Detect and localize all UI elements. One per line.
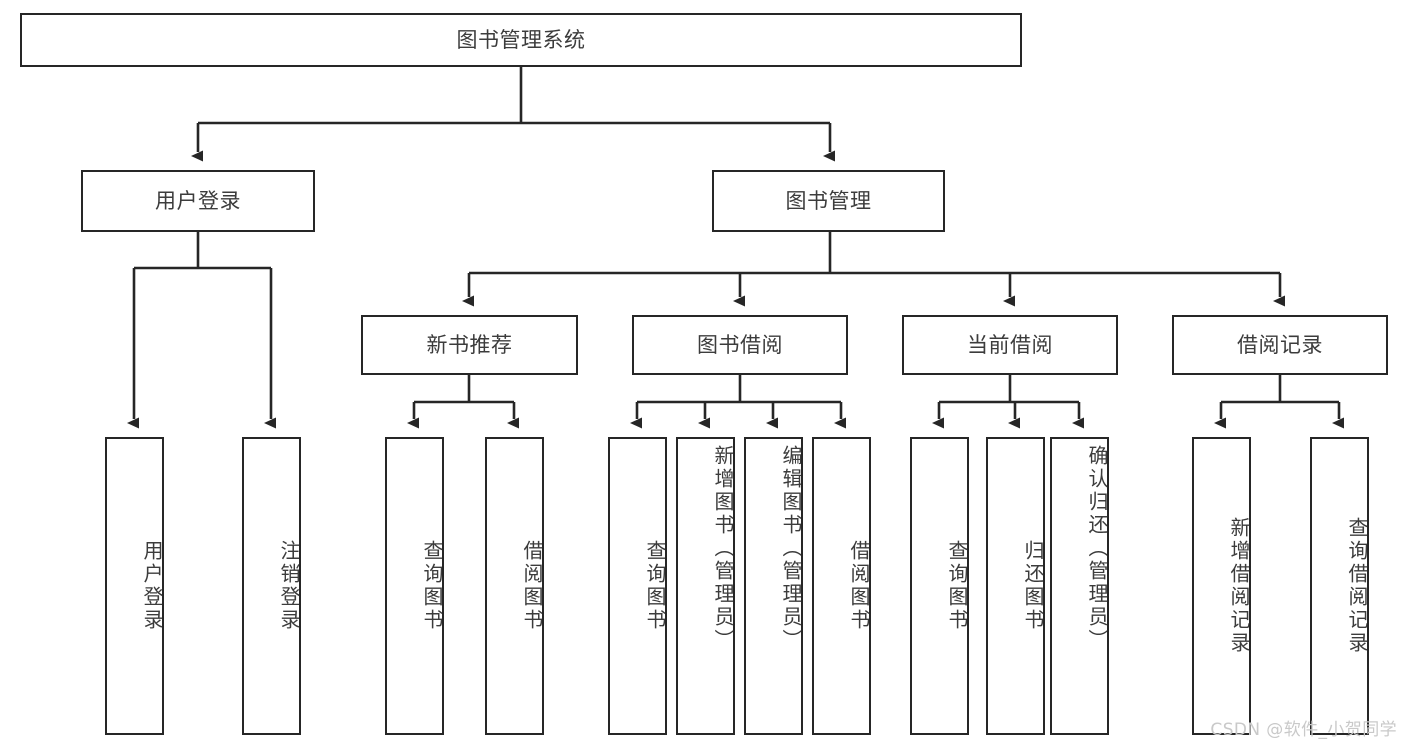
node-leaf-edit-book[interactable]: 编辑图书（管理员） (744, 437, 803, 735)
node-leaf-confirm-return-label: 确认归还（管理员） (1085, 445, 1109, 652)
node-book-manage-label: 图书管理 (785, 188, 872, 213)
node-new-book-recommend[interactable]: 新书推荐 (361, 315, 578, 375)
node-user-login-label: 用户登录 (155, 188, 241, 213)
node-leaf-logout[interactable]: 注销登录 (242, 437, 301, 735)
csdn-watermark: CSDN @软件_小贺同学 (1210, 720, 1397, 740)
node-user-login[interactable]: 用户登录 (81, 170, 315, 232)
node-borrow-record[interactable]: 借阅记录 (1172, 315, 1388, 375)
node-leaf-query-book-1[interactable]: 查询图书 (385, 437, 444, 735)
node-leaf-borrow-book-2[interactable]: 借阅图书 (812, 437, 871, 735)
node-leaf-add-record[interactable]: 新增借阅记录 (1192, 437, 1251, 735)
node-root[interactable]: 图书管理系统 (20, 13, 1022, 67)
node-leaf-query-book-3-label: 查询图书 (945, 540, 969, 632)
node-leaf-query-record-label: 查询借阅记录 (1345, 517, 1369, 655)
node-leaf-borrow-book-1[interactable]: 借阅图书 (485, 437, 544, 735)
node-leaf-user-login[interactable]: 用户登录 (105, 437, 164, 735)
node-leaf-logout-label: 注销登录 (277, 540, 301, 632)
node-leaf-edit-book-label: 编辑图书（管理员） (779, 445, 803, 652)
node-leaf-return-book[interactable]: 归还图书 (986, 437, 1045, 735)
node-current-borrow[interactable]: 当前借阅 (902, 315, 1118, 375)
node-leaf-add-book-label: 新增图书（管理员） (711, 445, 735, 652)
node-leaf-add-record-label: 新增借阅记录 (1227, 517, 1251, 655)
node-leaf-query-book-3[interactable]: 查询图书 (910, 437, 969, 735)
node-book-manage[interactable]: 图书管理 (712, 170, 945, 232)
node-root-label: 图书管理系统 (456, 27, 586, 52)
node-leaf-return-book-label: 归还图书 (1021, 540, 1045, 632)
node-book-borrow-label: 图书借阅 (697, 332, 783, 357)
node-leaf-query-book-2-label: 查询图书 (643, 540, 667, 632)
node-leaf-borrow-book-1-label: 借阅图书 (520, 540, 544, 632)
node-leaf-confirm-return[interactable]: 确认归还（管理员） (1050, 437, 1109, 735)
node-leaf-borrow-book-2-label: 借阅图书 (847, 540, 871, 632)
node-leaf-add-book[interactable]: 新增图书（管理员） (676, 437, 735, 735)
node-leaf-query-book-1-label: 查询图书 (420, 540, 444, 632)
node-book-borrow[interactable]: 图书借阅 (632, 315, 848, 375)
node-leaf-query-record[interactable]: 查询借阅记录 (1310, 437, 1369, 735)
node-leaf-query-book-2[interactable]: 查询图书 (608, 437, 667, 735)
node-current-borrow-label: 当前借阅 (967, 332, 1053, 357)
node-new-book-recommend-label: 新书推荐 (426, 332, 513, 357)
node-leaf-user-login-label: 用户登录 (140, 540, 164, 632)
node-borrow-record-label: 借阅记录 (1237, 332, 1323, 357)
